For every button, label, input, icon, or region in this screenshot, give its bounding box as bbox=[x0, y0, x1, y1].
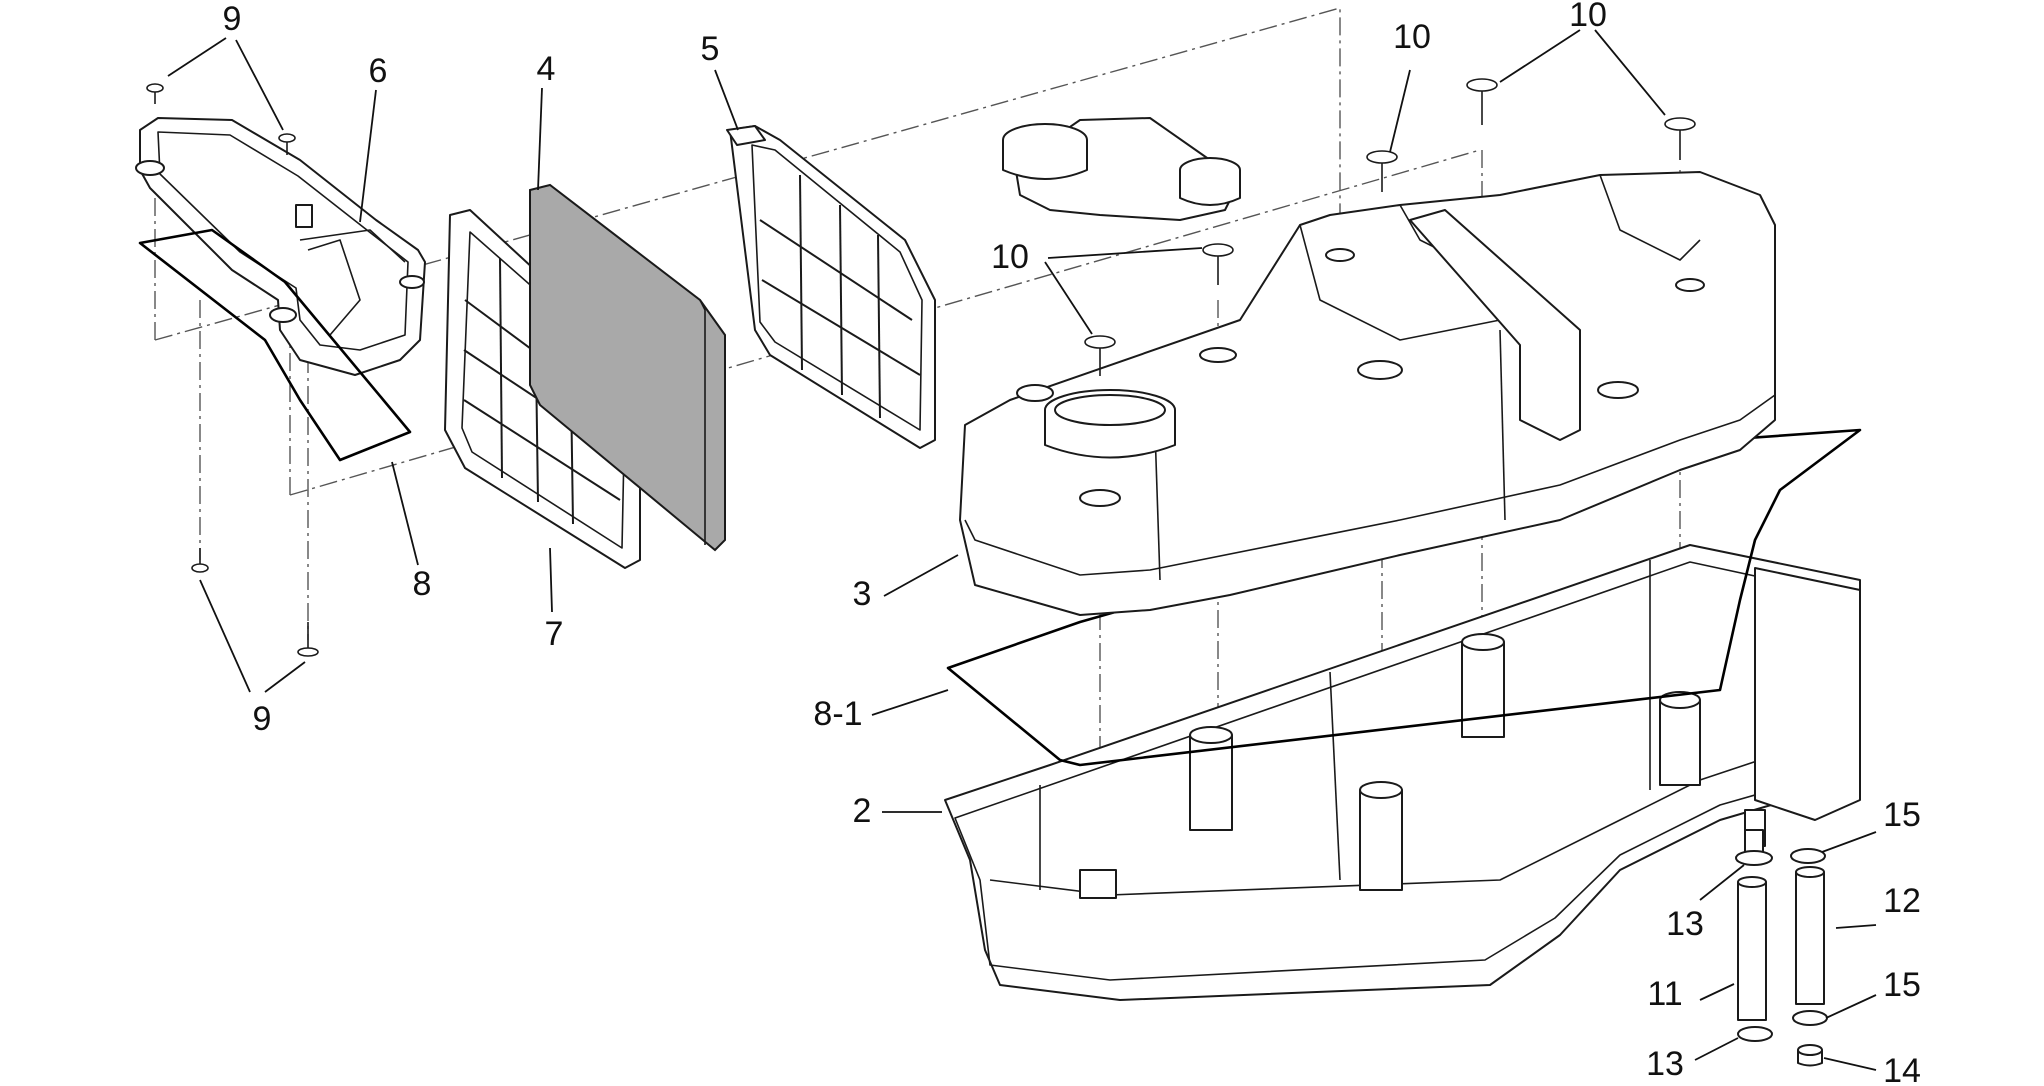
clamp-15-lower bbox=[1792, 1010, 1828, 1026]
filter-rear-grid bbox=[726, 125, 936, 449]
callout-15-lower: 15 bbox=[1883, 966, 1921, 1004]
screw-10-e bbox=[1664, 117, 1696, 160]
intake-duct bbox=[135, 117, 426, 376]
callout-13-upper: 13 bbox=[1666, 905, 1704, 943]
duct-gasket bbox=[138, 228, 412, 462]
callout-6: 6 bbox=[369, 52, 388, 90]
drain-tube-12 bbox=[1795, 871, 1825, 1005]
clamp-13-lower bbox=[1737, 1026, 1773, 1042]
callout-5: 5 bbox=[701, 30, 720, 68]
callout-3: 3 bbox=[853, 575, 872, 613]
callout-12: 12 bbox=[1883, 882, 1921, 920]
callout-7: 7 bbox=[545, 615, 564, 653]
leader-lines bbox=[167, 29, 1877, 1071]
outlet-adapter bbox=[1002, 117, 1241, 221]
callout-9-top: 9 bbox=[223, 0, 242, 38]
callout-8-1: 8-1 bbox=[813, 695, 862, 733]
screw-9-top-right bbox=[278, 133, 296, 155]
screw-9-top-left bbox=[146, 83, 164, 104]
callouts: 9 6 4 5 10 10 10 8 7 3 8-1 9 2 15 12 13 … bbox=[223, 0, 1921, 1086]
screw-10-d bbox=[1466, 78, 1498, 125]
callout-9-bottom: 9 bbox=[253, 700, 272, 738]
screws bbox=[146, 78, 1696, 657]
lower-housing bbox=[944, 544, 1861, 1001]
callout-15-upper: 15 bbox=[1883, 796, 1921, 834]
upper-housing-cover bbox=[959, 171, 1776, 616]
screw-10-b bbox=[1202, 243, 1234, 285]
clamp-15-upper bbox=[1790, 848, 1826, 864]
screw-9-bottom-left bbox=[191, 548, 209, 573]
callout-13-lower: 13 bbox=[1646, 1045, 1684, 1083]
screw-10-a bbox=[1084, 335, 1116, 376]
callout-8: 8 bbox=[413, 565, 432, 603]
drain-tube-11 bbox=[1737, 881, 1767, 1021]
callout-4: 4 bbox=[537, 50, 556, 88]
callout-11: 11 bbox=[1647, 975, 1682, 1013]
callout-10-center: 10 bbox=[1393, 18, 1431, 56]
callout-10-left: 10 bbox=[991, 238, 1029, 276]
callout-10-right: 10 bbox=[1569, 0, 1607, 34]
filter-element bbox=[529, 183, 726, 552]
screw-9-bottom-right bbox=[297, 622, 319, 657]
drain-assembly bbox=[1735, 829, 1828, 1067]
screw-10-c bbox=[1366, 150, 1398, 192]
clamp-13-upper bbox=[1735, 850, 1773, 866]
callout-2: 2 bbox=[853, 792, 872, 830]
callout-14: 14 bbox=[1883, 1052, 1921, 1086]
